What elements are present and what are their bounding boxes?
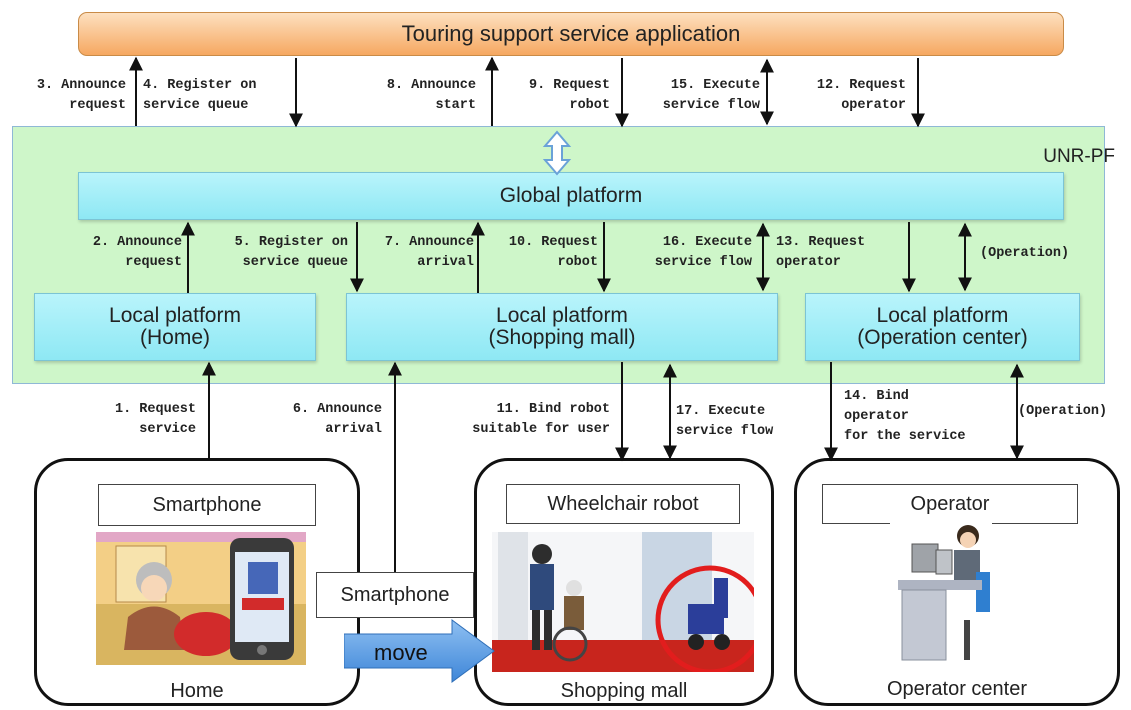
local-platform-home: Local platform (Home) [34,293,316,361]
step-3-label: 3. Announce request [36,78,126,113]
local-platform-operation-center: Local platform (Operation center) [805,293,1080,361]
operation-label-upper: (Operation) [980,246,1070,261]
step-12-label: 12. Request operator [816,78,906,113]
local-platform-mall: Local platform (Shopping mall) [346,293,778,361]
local-platform-mall-line2: (Shopping mall) [488,326,636,349]
mobile-smartphone-text: Smartphone [340,583,450,606]
move-arrow [344,619,495,683]
step-4-label: 4. Register on service queue [143,78,257,113]
home-illustration [96,532,306,665]
local-platform-mall-line1: Local platform [496,303,628,327]
step-5-label: 5. Register on service queue [234,235,348,270]
step-9-label: 9. Request robot [528,78,610,113]
step-16-label: 16. Execute service flow [654,235,752,270]
mall-site-name: Shopping mall [560,680,688,702]
global-platform-label: Global platform [499,183,643,207]
operator-device-text: Operator [910,492,990,515]
local-platform-home-line2: (Home) [139,326,210,349]
step-14-label: 14. Bind operator for the service [844,389,966,444]
app-banner: Touring support service application [78,12,1064,56]
step-1-label: 1. Request service [114,402,196,437]
operation-label-lower: (Operation) [1018,404,1108,419]
step-2-label: 2. Announce request [92,235,182,270]
mall-device-label: Wheelchair robot [506,484,740,524]
mall-illustration [492,532,754,672]
step-8-label: 8. Announce start [386,78,476,113]
move-label: move [374,640,428,665]
step-13-label: 13. Request operator [776,235,866,270]
app-title: Touring support service application [401,21,741,46]
unr-pf-label: UNR-PF [1043,146,1115,167]
step-15-label: 15. Execute service flow [662,78,760,113]
operator-device-label: Operator [822,484,1078,524]
step-17-label: 17. Execute service flow [676,404,774,439]
step-11-label: 11. Bind robot suitable for user [472,402,610,437]
step-7-label: 7. Announce arrival [384,235,474,270]
home-site-name: Home [170,680,224,702]
local-platform-center-line2: (Operation center) [857,326,1028,349]
global-platform-box: Global platform [78,172,1064,220]
mobile-smartphone-label: Smartphone [316,572,474,618]
local-platform-center-line1: Local platform [876,303,1009,327]
mall-device-text: Wheelchair robot [547,492,699,515]
step-6-label: 6. Announce arrival [292,402,382,437]
operator-illustration [890,520,992,670]
local-platform-home-line1: Local platform [109,303,241,327]
step-10-label: 10. Request robot [508,235,598,270]
home-device-text: Smartphone [152,493,262,516]
home-device-label: Smartphone [98,484,316,526]
operator-center-site-name: Operator center [886,678,1028,700]
